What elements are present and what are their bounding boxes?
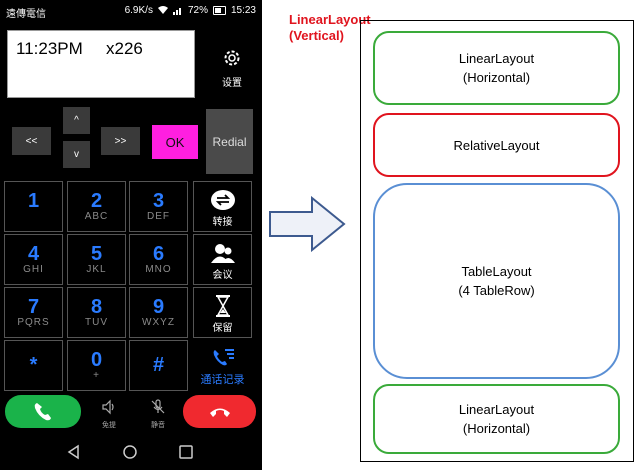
key-digit: 8: [90, 296, 103, 318]
speaker-icon: [102, 399, 114, 415]
key-digit: 9: [152, 296, 165, 318]
box-label-line2: (Horizontal): [462, 70, 531, 85]
recents-nav-icon[interactable]: [178, 444, 194, 460]
status-bar: 遠傳電信 6.9K/s 72% 15:23: [0, 0, 262, 22]
key-star[interactable]: *: [4, 340, 63, 391]
transfer-icon: [210, 190, 235, 210]
mute-icon: [151, 399, 165, 414]
conference-button[interactable]: 会议: [193, 234, 252, 285]
battery-percent: 72%: [187, 5, 208, 16]
key-digit: 4: [27, 243, 40, 265]
mute-button[interactable]: 静音: [143, 399, 173, 429]
transfer-button[interactable]: 转接: [193, 181, 252, 232]
hold-label: 保留: [212, 323, 233, 334]
conference-icon: [210, 244, 235, 263]
key-letters: GHI: [23, 264, 44, 275]
box-label-line1: LinearLayout: [458, 402, 535, 417]
display-extension: x226: [106, 39, 143, 58]
mute-label: 静音: [151, 422, 165, 429]
hangup-icon: [209, 408, 230, 417]
home-nav-icon[interactable]: [122, 444, 138, 460]
key-3[interactable]: 3 DEF: [129, 181, 188, 232]
key-pound[interactable]: #: [129, 340, 188, 391]
box-label-line1: LinearLayout: [458, 51, 535, 66]
key-9[interactable]: 9 WXYZ: [129, 287, 188, 338]
hangup-button[interactable]: [183, 395, 256, 428]
call-log-icon: [213, 349, 234, 366]
ok-button[interactable]: OK: [152, 125, 198, 159]
key-4[interactable]: 4 GHI: [4, 234, 63, 285]
key-2[interactable]: 2 ABC: [67, 181, 126, 232]
forward-button[interactable]: >>: [101, 127, 140, 155]
call-log-button[interactable]: 通话记录: [193, 340, 252, 391]
speaker-label: 免提: [102, 422, 116, 429]
diagram-title-line2: (Vertical): [289, 28, 344, 43]
layout-frame: [360, 20, 634, 462]
conference-label: 会议: [212, 270, 233, 281]
battery-icon: [212, 6, 226, 15]
display-time: 11:23PM: [16, 39, 83, 58]
signal-icon: [172, 8, 181, 15]
settings-button[interactable]: 设置: [214, 48, 250, 89]
key-letters: WXYZ: [142, 317, 175, 328]
key-digit: 1: [27, 190, 40, 212]
phone-screen: 遠傳電信 6.9K/s 72% 15:23 11:23PM x226 设置 <<…: [0, 0, 262, 470]
key-5[interactable]: 5 JKL: [67, 234, 126, 285]
diagram-title: LinearLayout (Vertical): [289, 12, 371, 44]
layout-box-bottom-linear: LinearLayout (Horizontal): [373, 384, 620, 454]
key-6[interactable]: 6 MNO: [129, 234, 188, 285]
box-label-line1: TableLayout: [461, 264, 532, 279]
transfer-label: 转接: [212, 217, 233, 228]
key-digit: 0: [90, 349, 103, 371]
key-letters: JKL: [86, 264, 107, 275]
box-label-line2: (4 TableRow): [458, 283, 535, 298]
key-letters: +: [93, 370, 100, 381]
redial-button[interactable]: Redial: [206, 109, 253, 174]
key-letters: TUV: [85, 317, 108, 328]
hourglass-icon: [215, 295, 230, 317]
layout-box-table: TableLayout (4 TableRow): [373, 183, 620, 379]
key-digit: 7: [27, 296, 40, 318]
call-button[interactable]: [5, 395, 81, 428]
carrier-label: 遠傳電信: [6, 9, 46, 20]
box-label-line1: RelativeLayout: [453, 137, 540, 153]
gear-icon: [224, 50, 240, 66]
key-8[interactable]: 8 TUV: [67, 287, 126, 338]
layout-box-top-linear: LinearLayout (Horizontal): [373, 31, 620, 105]
key-digit: #: [152, 354, 165, 376]
key-digit: *: [29, 354, 38, 376]
key-letters: MNO: [145, 264, 172, 275]
call-display: 11:23PM x226: [7, 30, 195, 98]
back-nav-icon[interactable]: [66, 444, 82, 460]
box-label-line2: (Horizontal): [462, 421, 531, 436]
hold-button[interactable]: 保留: [193, 287, 252, 338]
down-button[interactable]: v: [63, 141, 90, 168]
key-7[interactable]: 7 PQRS: [4, 287, 63, 338]
right-arrow-icon: [269, 196, 346, 252]
up-button[interactable]: ^: [63, 107, 90, 134]
key-digit: 5: [90, 243, 103, 265]
key-digit: 2: [90, 190, 103, 212]
back-button[interactable]: <<: [12, 127, 51, 155]
network-speed: 6.9K/s: [124, 5, 153, 16]
key-0[interactable]: 0 +: [67, 340, 126, 391]
key-digit: 3: [152, 190, 165, 212]
wifi-icon: [157, 6, 168, 14]
settings-label: 设置: [222, 78, 242, 89]
key-letters: PQRS: [17, 317, 50, 328]
call-log-label: 通话记录: [200, 374, 245, 386]
key-1[interactable]: 1: [4, 181, 63, 232]
system-nav-bar: [0, 436, 262, 470]
status-clock: 15:23: [230, 5, 256, 16]
key-letters: ABC: [84, 211, 109, 222]
key-digit: 6: [152, 243, 165, 265]
key-letters: DEF: [147, 211, 170, 222]
phone-icon: [34, 402, 51, 420]
diagram-title-line1: LinearLayout: [289, 12, 371, 27]
speaker-button[interactable]: 免提: [94, 399, 124, 429]
status-right: 6.9K/s 72% 15:23: [125, 5, 256, 16]
layout-box-relative: RelativeLayout: [373, 113, 620, 177]
